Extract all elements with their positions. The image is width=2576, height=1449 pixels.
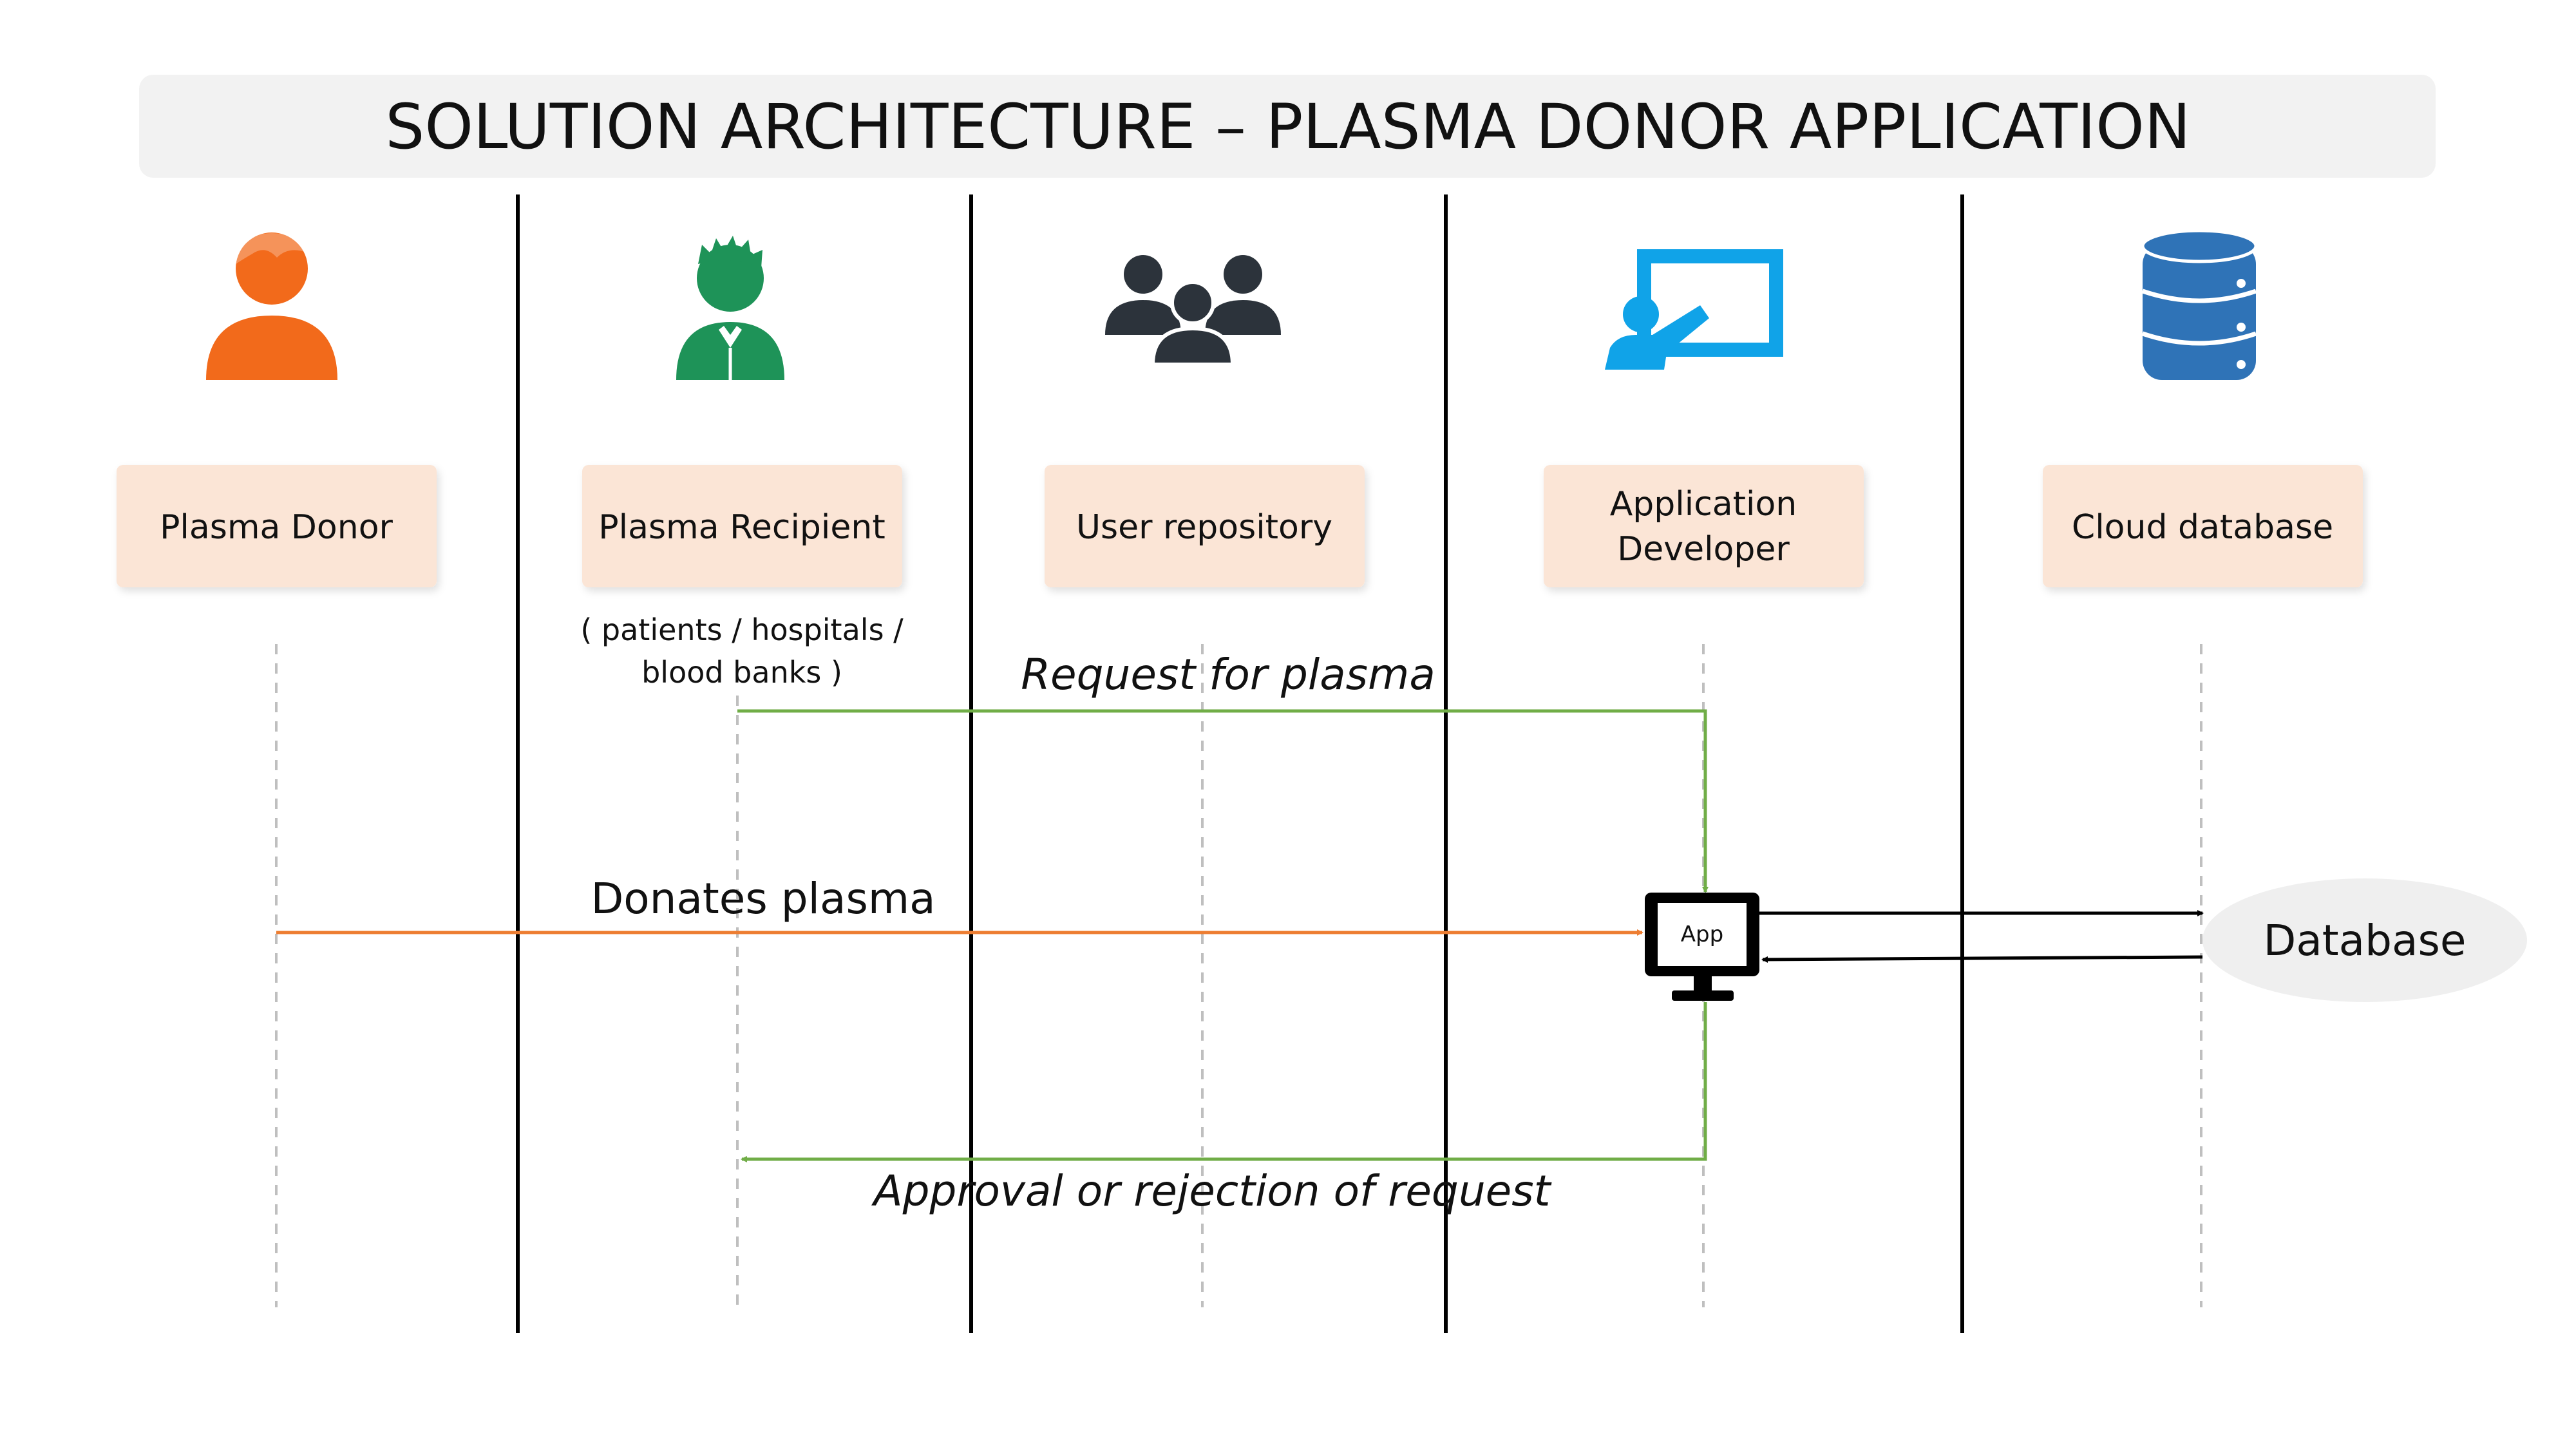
database-stack-icon bbox=[2141, 229, 2258, 380]
actor-box-user-repository bbox=[1045, 465, 1365, 587]
actor-label-user-repository: User repository bbox=[1076, 508, 1332, 547]
person-icon bbox=[206, 232, 337, 380]
message-donates-label: Donates plasma bbox=[591, 874, 935, 923]
app-label: App bbox=[1681, 922, 1723, 947]
message-approval-label: Approval or rejection of request bbox=[871, 1166, 1551, 1216]
lane-dividers bbox=[516, 194, 1964, 1333]
page-title: SOLUTION ARCHITECTURE – PLASMA DONOR APP… bbox=[385, 91, 2190, 163]
actor-box-application-developer bbox=[1544, 465, 1864, 587]
actor-label-plasma-donor: Plasma Donor bbox=[160, 508, 393, 547]
actor-label-boxes bbox=[117, 465, 2363, 587]
database-to-app-arrow bbox=[1761, 955, 2203, 963]
users-group-icon bbox=[1105, 255, 1281, 366]
actor-label-application-developer-line1: Application bbox=[1610, 485, 1797, 524]
actor-label-plasma-recipient: Plasma Recipient bbox=[598, 508, 885, 547]
database-node bbox=[2202, 878, 2527, 1002]
actor-box-plasma-recipient bbox=[582, 465, 902, 587]
app-monitor-icon bbox=[1645, 893, 1759, 1001]
actor-box-cloud-database bbox=[2043, 465, 2363, 587]
actor-label-application-developer-line2: Developer bbox=[1617, 530, 1790, 569]
approval-arrow bbox=[741, 1002, 1707, 1162]
message-request-label: Request for plasma bbox=[1021, 650, 1435, 699]
recipient-note-line1: ( patients / hospitals / bbox=[580, 612, 904, 647]
recipient-person-icon bbox=[676, 236, 784, 380]
presenter-whiteboard-icon bbox=[1605, 249, 1783, 370]
database-label: Database bbox=[2264, 916, 2467, 965]
request-arrow bbox=[737, 709, 1709, 893]
recipient-note-line2: blood banks ) bbox=[641, 655, 842, 690]
actor-label-cloud-database: Cloud database bbox=[2072, 508, 2333, 547]
actor-box-plasma-donor bbox=[117, 465, 437, 587]
title-bar bbox=[139, 75, 2436, 178]
